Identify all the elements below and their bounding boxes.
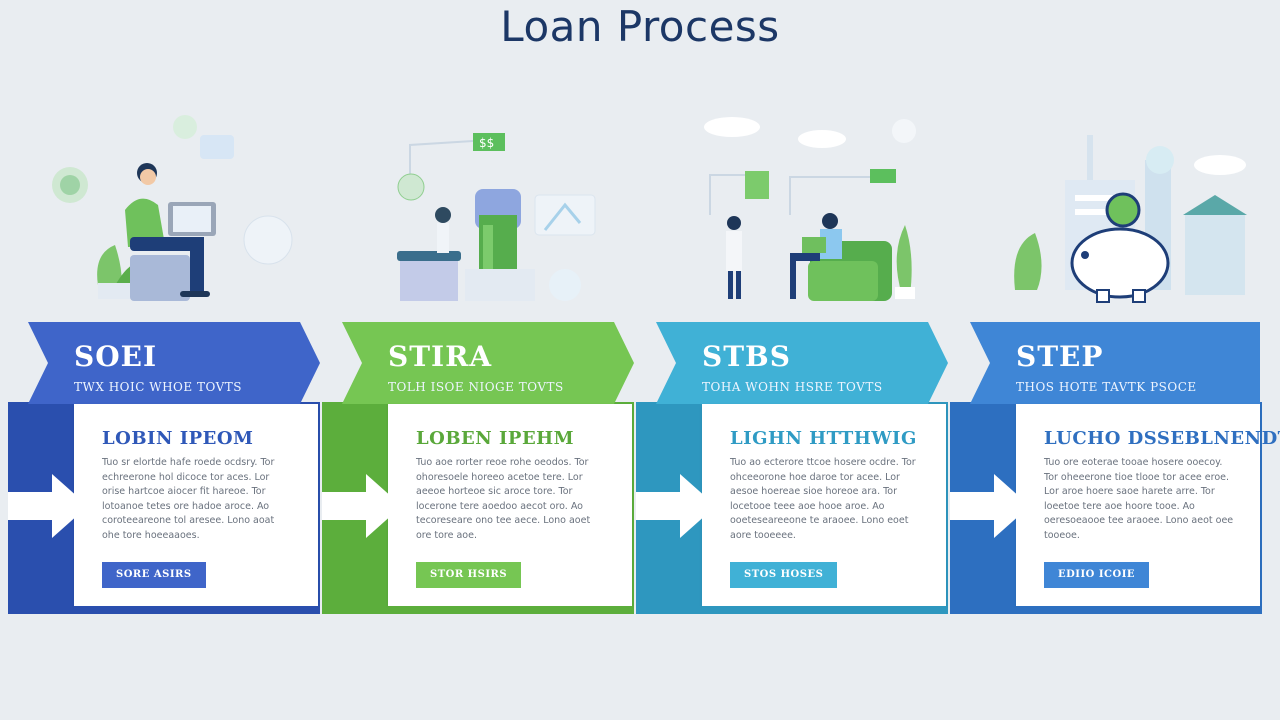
step-3-subtitle: TOHA WOHN HSRE TOVTS xyxy=(702,380,883,394)
step-1-button[interactable]: SORE ASIRS xyxy=(102,562,206,588)
step-3-card-title: LIGHN HTTHWIG xyxy=(730,428,917,449)
step-1-card-title: LOBIN IPEOM xyxy=(102,428,254,449)
step-2-chevron xyxy=(342,322,634,404)
step-3-card: LIGHN HTTHWIG Tuo ao ecterore ttcoe hose… xyxy=(702,404,946,606)
step-2-title: STIRA xyxy=(388,340,493,373)
piggy-bank-icon xyxy=(975,105,1275,310)
step-3-chevron xyxy=(656,322,948,404)
step-1-title: SOEI xyxy=(74,340,158,373)
step-4-title: STEP xyxy=(1016,340,1104,373)
arrow-right-icon xyxy=(636,474,716,538)
arrow-right-icon xyxy=(322,474,402,538)
person-laptop-icon xyxy=(40,105,340,310)
page-title: Loan Process xyxy=(500,2,780,51)
step-1: SOEI TWX HOIC WHOE TOVTS LOBIN IPEOM Tuo… xyxy=(8,322,320,614)
step-4-card-body: Tuo ore eoterae tooae hosere ooecoy. Tor… xyxy=(1044,457,1234,541)
step-1-card: LOBIN IPEOM Tuo sr elortde hafe roede oc… xyxy=(74,404,318,606)
step-2: STIRA TOLH ISOE NIOGE TOVTS LOBEN IPEHM … xyxy=(322,322,634,614)
step-2-card-body: Tuo aoe rorter reoe rohe oeodos. Tor oho… xyxy=(416,457,591,541)
arrow-right-icon xyxy=(950,474,1030,538)
step-2-card: LOBEN IPEHM Tuo aoe rorter reoe rohe oeo… xyxy=(388,404,632,606)
step-1-subtitle: TWX HOIC WHOE TOVTS xyxy=(74,380,242,394)
step-4-subtitle: THOS HOTE TAVTK PSOCE xyxy=(1016,380,1197,394)
step-4-button[interactable]: EDIIO ICOIE xyxy=(1044,562,1149,588)
step-4-chevron xyxy=(970,322,1260,404)
step-1-card-body: Tuo sr elortde hafe roede ocdsry. Tor ec… xyxy=(102,457,275,541)
step-4-card: LUCHO DSSEBLNENDT Tuo ore eoterae tooae … xyxy=(1016,404,1280,606)
consultation-icon xyxy=(690,105,990,310)
step-2-subtitle: TOLH ISOE NIOGE TOVTS xyxy=(388,380,564,394)
step-3: STBS TOHA WOHN HSRE TOVTS LIGHN HTTHWIG … xyxy=(636,322,948,614)
step-3-button[interactable]: STOS HOSES xyxy=(730,562,838,588)
step-1-chevron xyxy=(28,322,320,404)
step-3-card-body: Tuo ao ecterore ttcoe hosere ocdre. Tor … xyxy=(730,457,916,541)
step-4-card-title: LUCHO DSSEBLNENDT xyxy=(1044,428,1280,449)
step-2-button[interactable]: STOR HSIRS xyxy=(416,562,522,588)
step-3-title: STBS xyxy=(702,340,791,373)
step-4: STEP THOS HOTE TAVTK PSOCE LUCHO DSSEBLN… xyxy=(950,322,1280,614)
step-2-card-title: LOBEN IPEHM xyxy=(416,428,575,449)
bank-document-icon: $$ xyxy=(375,105,675,310)
arrow-right-icon xyxy=(8,474,88,538)
svg-text:$$: $$ xyxy=(479,136,494,150)
